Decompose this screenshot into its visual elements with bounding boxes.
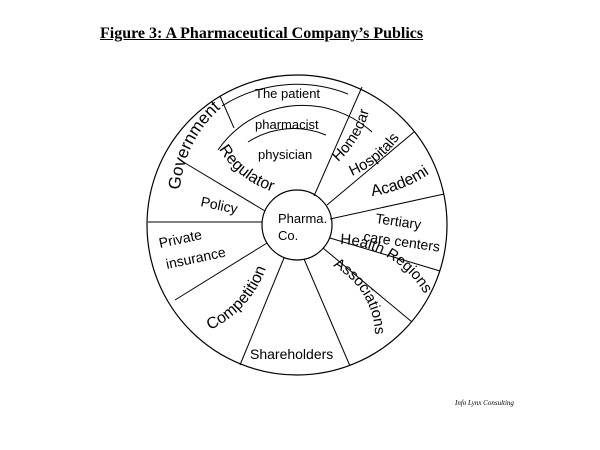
outer-ring [146,74,448,376]
label-shareholders: Shareholders [250,346,333,362]
center-label-line1: Pharma. [278,211,327,226]
center-label-line2: Co. [278,228,298,243]
spoke-8 [239,257,285,366]
spoke-9 [174,242,268,301]
label-government: Government [165,97,224,191]
spokes [148,86,445,367]
arc-regulatory-inner [247,128,327,143]
label-tertiary: Tertiary [375,210,423,232]
spoke-6 [322,247,413,323]
spoke-5 [329,237,441,272]
spoke-2 [313,86,363,197]
label-the-patient: The patient [255,86,320,101]
spoke-3 [326,131,415,206]
label-competition: Competition [204,263,270,333]
label-pharmacist: pharmacist [255,117,319,132]
label-policy: Policy [199,193,239,216]
figure-title: Figure 3: A Pharmaceutical Company’s Pub… [100,25,424,42]
arc-pharmacist-outer [221,83,349,107]
label-physician: physician [258,147,312,162]
center-hub [261,189,333,261]
credit-text: Info Lynx Consulting [455,399,514,407]
label-private: Private [157,226,203,251]
spoke-11 [179,159,266,212]
spoke-7 [303,258,351,367]
spoke-4 [329,193,445,220]
label-regulatory: Regulatory [0,0,277,195]
spoke-1 [219,95,235,129]
arc-physician-outer [217,104,373,151]
